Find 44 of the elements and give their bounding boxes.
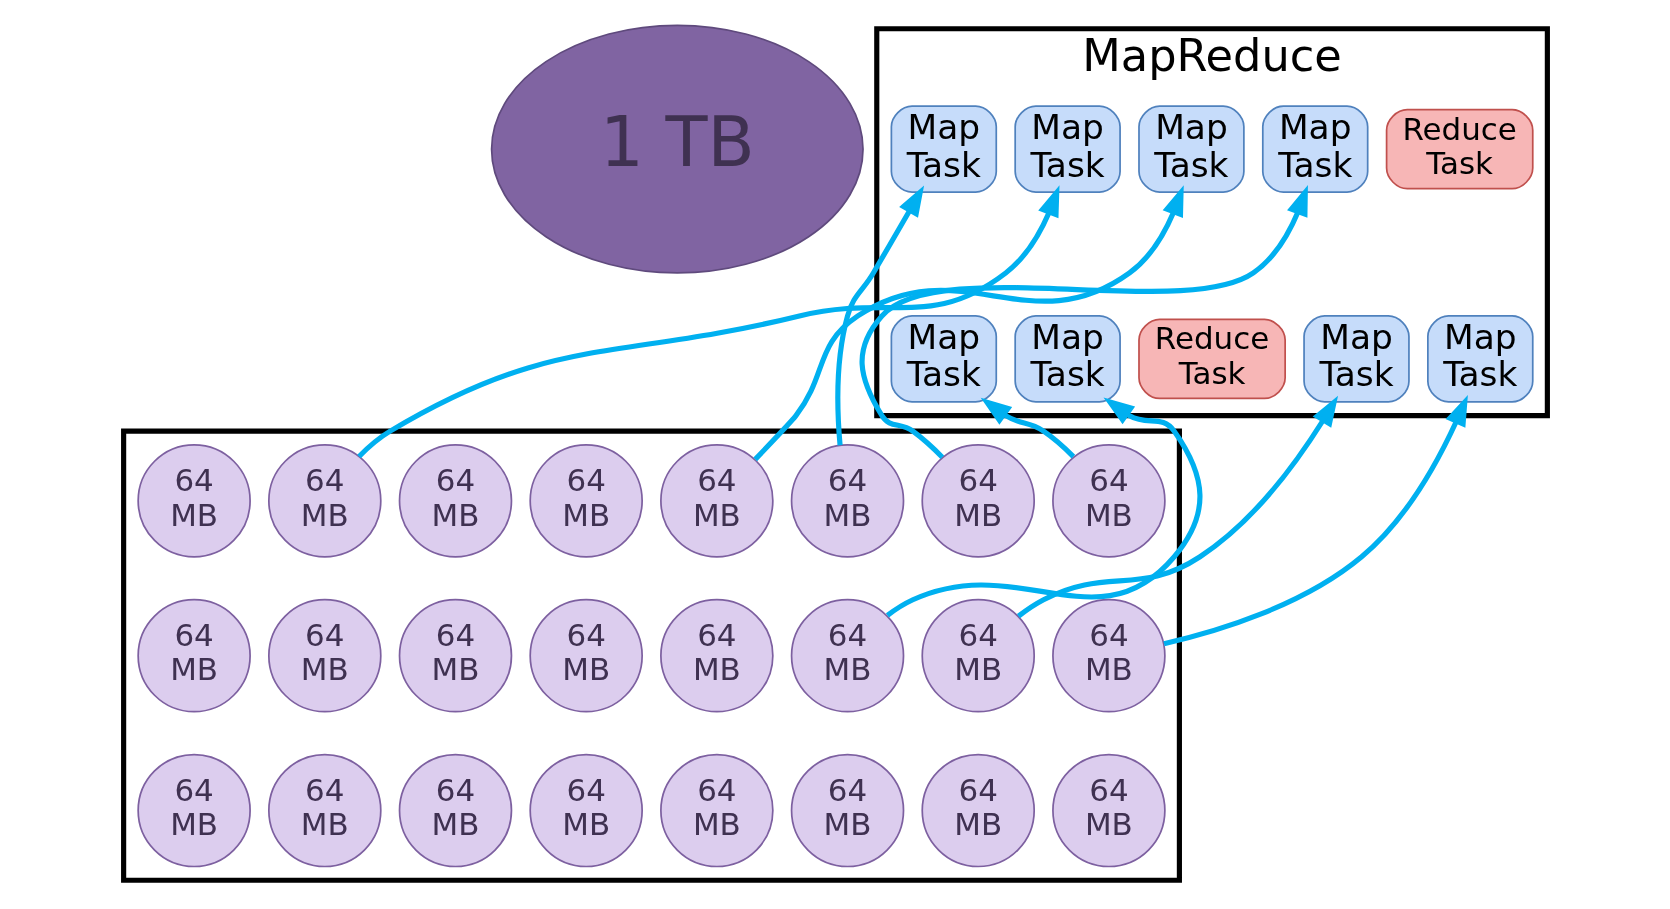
- node-box: Reduce Task: [1137, 318, 1286, 400]
- node-box: Map Task: [1137, 105, 1245, 193]
- arrow: [859, 184, 1308, 460]
- node-box: Map Task: [1261, 105, 1369, 193]
- arrow: [1162, 395, 1468, 647]
- node-circle: 64 MB: [267, 598, 382, 713]
- node-circle: 64 MB: [1051, 598, 1166, 713]
- node-circle: 64 MB: [790, 444, 904, 558]
- node-box: Map Task: [890, 315, 997, 403]
- node-circle: 64 MB: [920, 753, 1035, 868]
- node-circle: 64 MB: [790, 753, 904, 868]
- node-circle: 64 MB: [659, 598, 774, 713]
- cluster: [120, 428, 1182, 883]
- node-circle: 64 MB: [920, 598, 1035, 713]
- node-circle: 64 MB: [1051, 444, 1166, 558]
- node-box: Map Task: [1013, 105, 1121, 193]
- node-box: Map Task: [1426, 315, 1534, 403]
- node-circle: 64 MB: [136, 598, 251, 713]
- node-circle: 64 MB: [528, 753, 643, 868]
- node-circle: 64 MB: [398, 598, 512, 713]
- arrow: [356, 185, 1059, 459]
- node-box: Map Task: [890, 105, 997, 193]
- arrow: [885, 397, 1202, 618]
- node-circle: 64 MB: [1051, 753, 1166, 868]
- arrow: [752, 185, 1184, 462]
- node-ellipse: 1 TB: [490, 24, 864, 274]
- node-circle: 64 MB: [528, 598, 643, 713]
- node-box: Map Task: [1302, 315, 1410, 403]
- node-box: Reduce Task: [1385, 108, 1534, 190]
- node-circle: 64 MB: [920, 444, 1035, 558]
- node-circle: 64 MB: [136, 753, 251, 868]
- node-circle: 64 MB: [267, 753, 382, 868]
- arrow: [834, 185, 924, 446]
- node-circle: 64 MB: [528, 444, 643, 558]
- node-box: Map Task: [1013, 315, 1121, 403]
- node-circle: 64 MB: [267, 444, 382, 558]
- node-circle: 64 MB: [659, 444, 774, 558]
- node-circle: 64 MB: [398, 444, 512, 558]
- node-circle: 64 MB: [659, 753, 774, 868]
- arrow: [980, 397, 1075, 459]
- arrow: [1016, 395, 1338, 619]
- node-circle: 64 MB: [790, 598, 904, 713]
- node-circle: 64 MB: [136, 444, 251, 558]
- node-circle: 64 MB: [398, 753, 512, 868]
